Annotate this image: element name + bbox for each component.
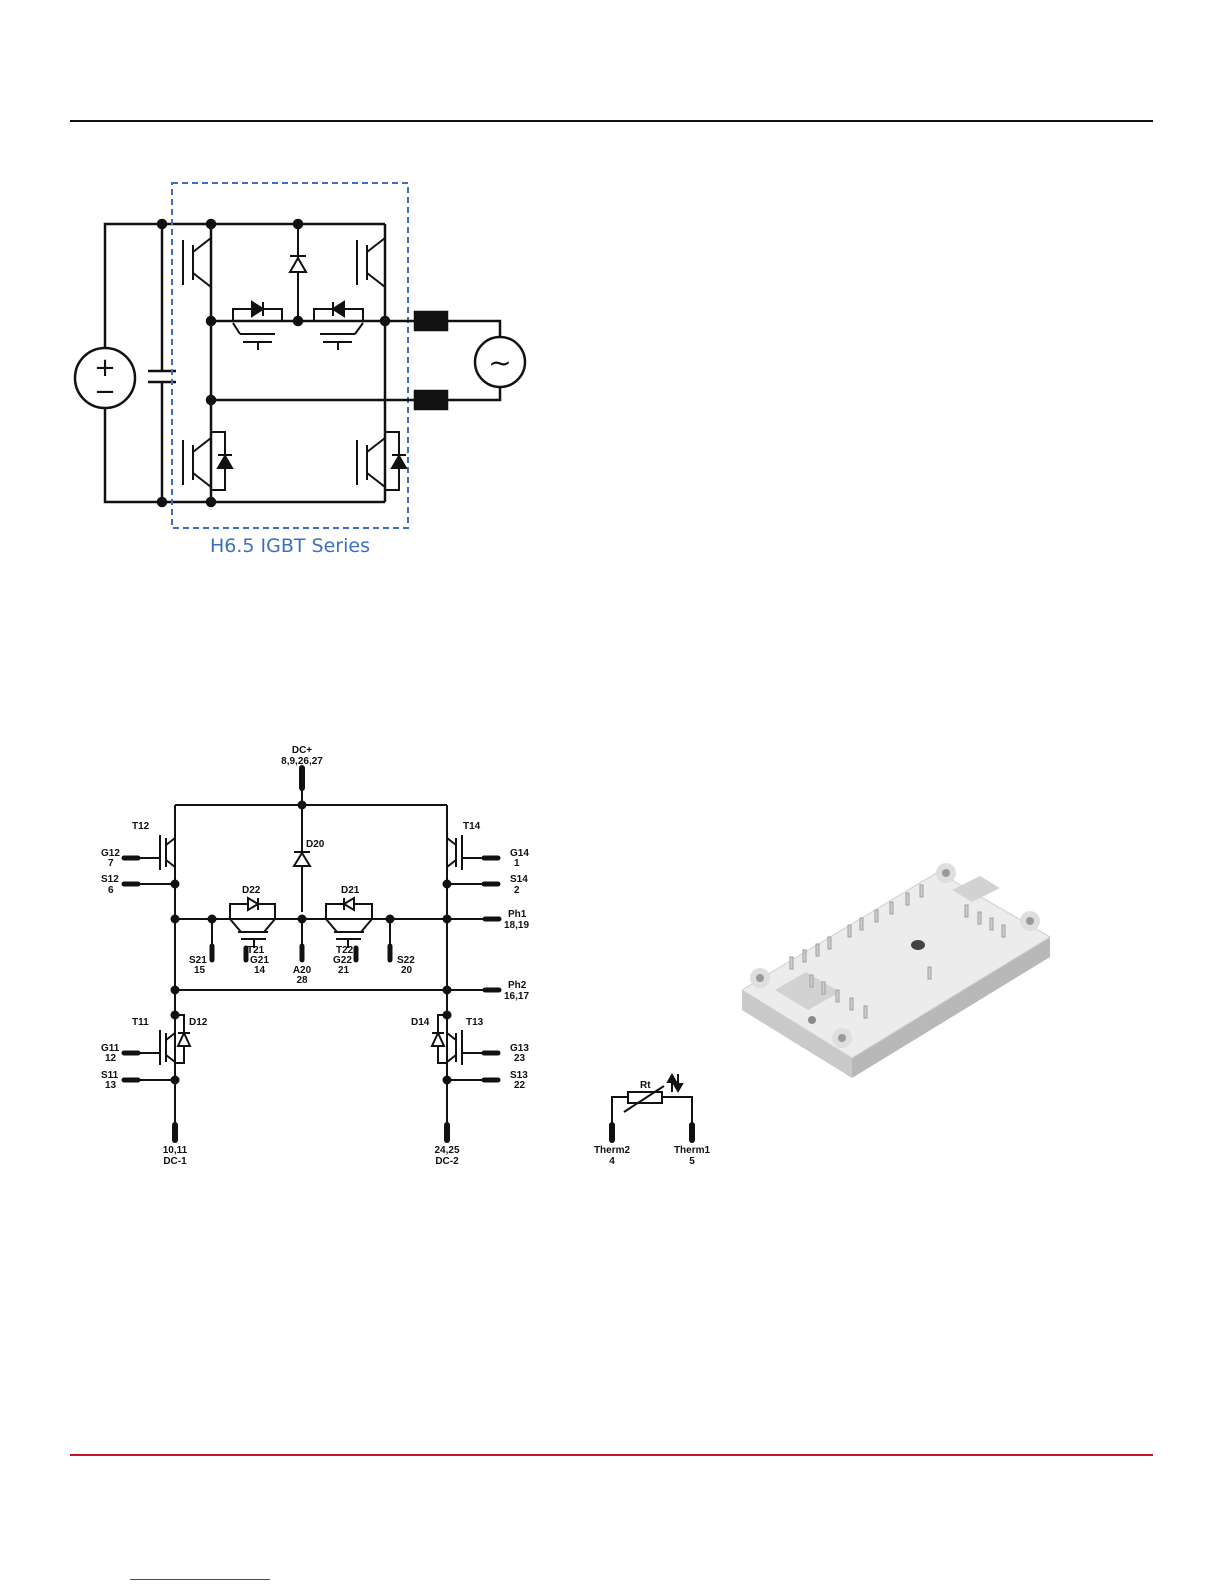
igbt-bottom-right-icon — [357, 432, 406, 490]
therm2-label: Therm2 — [594, 1145, 631, 1156]
mid-switch-right-icon — [314, 302, 363, 350]
dc-minus2-label: DC-2 — [435, 1156, 459, 1167]
t12-label: T12 — [132, 821, 150, 832]
g14-pin: 1 — [514, 858, 520, 869]
inductor-1-icon — [415, 312, 447, 330]
ac-symbol: ~ — [488, 346, 511, 379]
dc-minus1-pins: 10,11 — [163, 1145, 188, 1156]
g14-label: G14 — [510, 848, 529, 859]
inductor-2-icon — [415, 391, 447, 409]
ph2-pins: 16,17 — [504, 991, 529, 1002]
d22-label: D22 — [242, 885, 261, 896]
ph1-label: Ph1 — [508, 909, 527, 920]
rt-label: Rt — [640, 1080, 651, 1091]
therm1-label: Therm1 — [674, 1145, 711, 1156]
module-pinout-schematic: DC+ 8,9,26,27 T12 G12 7 S12 6 T14 G14 1 — [101, 745, 529, 1167]
footer-rule — [70, 1454, 1153, 1456]
ph2-label: Ph2 — [508, 980, 527, 991]
dc-source-icon: + − — [75, 348, 135, 408]
t13-label: T13 — [466, 1017, 484, 1028]
g12-pin: 7 — [108, 858, 114, 869]
therm2-pin: 4 — [609, 1156, 615, 1167]
dc-plus-label: DC+ — [292, 745, 312, 756]
igbt-bottom-left-icon — [183, 432, 232, 490]
d20-label: D20 — [306, 839, 325, 850]
d21-label: D21 — [341, 885, 360, 896]
ac-source-icon: ~ — [475, 337, 525, 387]
g11-pin: 12 — [105, 1053, 117, 1064]
igbt-top-right-icon — [357, 238, 385, 287]
t14-label: T14 — [463, 821, 481, 832]
g22-pin: 21 — [338, 965, 350, 976]
s11-pin: 13 — [105, 1080, 117, 1091]
center-diode-icon — [290, 224, 306, 321]
series-label: H6.5 IGBT Series — [210, 535, 370, 557]
footer-link-underline — [130, 1579, 270, 1580]
s22-pin: 20 — [401, 965, 413, 976]
ntc-thermistor: Rt Therm2 4 Therm1 5 — [594, 1074, 711, 1167]
t11-label: T11 — [132, 1017, 149, 1028]
s12-label: S12 — [101, 874, 119, 885]
d12-label: D12 — [189, 1017, 208, 1028]
igbt-module-image — [742, 863, 1050, 1078]
dc-minus1-label: DC-1 — [163, 1156, 187, 1167]
s12-pin: 6 — [108, 885, 114, 896]
temperature-arrows-icon — [668, 1074, 682, 1092]
s21-pin: 15 — [194, 965, 206, 976]
h-bridge-topology: + − H6.5 IGBT Series — [75, 183, 525, 557]
igbt-top-left-icon — [183, 238, 211, 287]
a20-pin: 28 — [296, 975, 308, 986]
g21-pin: 14 — [254, 965, 266, 976]
s13-pin: 22 — [514, 1080, 526, 1091]
g13-pin: 23 — [514, 1053, 526, 1064]
ph1-pins: 18,19 — [504, 920, 529, 931]
s14-pin: 2 — [514, 885, 520, 896]
mid-switch-left-icon — [233, 302, 282, 350]
therm1-pin: 5 — [689, 1156, 695, 1167]
dc-minus-symbol: − — [94, 377, 116, 407]
dc-minus2-pins: 24,25 — [434, 1145, 459, 1156]
d14-label: D14 — [411, 1017, 430, 1028]
s14-label: S14 — [510, 874, 528, 885]
